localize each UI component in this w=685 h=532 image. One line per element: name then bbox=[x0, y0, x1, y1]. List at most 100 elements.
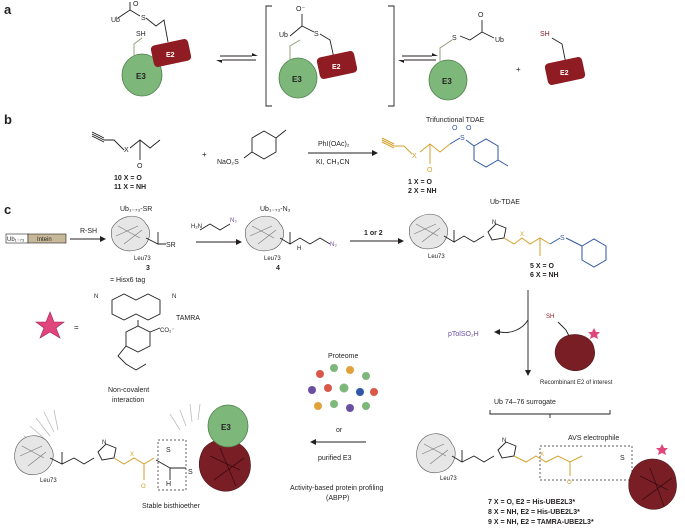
surrogate-bracket bbox=[489, 410, 611, 418]
ub-thioester-3: Ub₁₋₇₃-SR SR Leu73 3 bbox=[111, 206, 176, 272]
o-minus-label: O⁻ bbox=[296, 6, 305, 13]
equilibrium-arrow-1 bbox=[216, 53, 258, 63]
ptolso2h-label: pTolSO₂H bbox=[448, 331, 479, 338]
ring-link bbox=[565, 237, 583, 247]
protein-dot bbox=[346, 366, 354, 374]
tetrahedral-bonds bbox=[289, 14, 315, 37]
protein-dot bbox=[324, 384, 332, 392]
protein-dot bbox=[314, 402, 322, 410]
x-label: X bbox=[520, 232, 524, 238]
triazole-ring bbox=[97, 443, 117, 461]
star-icon bbox=[588, 328, 600, 339]
s-top-label: S bbox=[166, 447, 171, 454]
alkyne-chain bbox=[381, 137, 413, 155]
compound-10: 10 X = O bbox=[114, 175, 142, 182]
e3-hexagon bbox=[207, 404, 249, 448]
protein-dot bbox=[308, 386, 316, 394]
arrow-amine: H₂N N₃ bbox=[191, 218, 242, 245]
x-label: X bbox=[412, 153, 417, 160]
equilibrium-arrow-2 bbox=[398, 53, 438, 63]
ub-ribbon bbox=[416, 433, 456, 474]
so2-s-label: S bbox=[460, 135, 465, 142]
panel-a-label: a bbox=[4, 2, 12, 17]
naso2-label: NaO₂S bbox=[217, 159, 239, 166]
so2-o2-label: O bbox=[466, 125, 472, 132]
ring-substituents bbox=[243, 129, 287, 159]
protein-dot bbox=[362, 402, 370, 410]
o-label: O bbox=[567, 480, 572, 486]
star-icon bbox=[35, 311, 65, 339]
s-label: S bbox=[141, 15, 146, 22]
ub-n3-label: Ub₁₋₇₃-N₃ bbox=[260, 206, 291, 213]
cys-linker bbox=[289, 39, 301, 60]
tamra-label: TAMRA bbox=[176, 315, 200, 322]
avs-box bbox=[539, 445, 633, 481]
avs-label: AVS electrophile bbox=[568, 435, 619, 442]
abpp-label-2: (ABPP) bbox=[326, 495, 349, 502]
step-label: 1 or 2 bbox=[364, 230, 383, 237]
amine-n3: N₃ bbox=[230, 218, 237, 224]
ub-intein-construct: Ub₁₋₇₃ Intein bbox=[5, 233, 67, 244]
avs-linker bbox=[513, 455, 583, 476]
compound-8: 8 X = NH, E2 = His-UBE2L3* bbox=[488, 509, 580, 516]
protein-dot bbox=[330, 364, 338, 372]
linker-chain bbox=[117, 345, 147, 371]
leu73-label: Leu73 bbox=[40, 478, 57, 484]
so2-s-label: S bbox=[560, 235, 565, 242]
e2-label: E2 bbox=[332, 64, 341, 71]
sodium-sulfinate: NaO₂S bbox=[217, 129, 287, 166]
tolyl-ring bbox=[581, 238, 607, 268]
ub-ribbon bbox=[14, 435, 54, 476]
cys-linker bbox=[439, 39, 453, 62]
alkyne-acrylate: X O 10 X = O 11 X = NH bbox=[91, 131, 161, 191]
sh-label: SH bbox=[136, 31, 146, 38]
xanthene-core bbox=[111, 293, 161, 321]
tolyl-ring bbox=[473, 138, 499, 168]
reagent-label: PhI(OAc)₂ bbox=[318, 141, 350, 148]
ub-tdae-title: Ub-TDAE bbox=[490, 199, 520, 206]
panel-a-state3: E3 S O Ub + SH E2 bbox=[428, 12, 586, 101]
compound-5: 5 X = O bbox=[530, 263, 554, 270]
s-right-label: S bbox=[188, 469, 193, 476]
e3-hexagon bbox=[121, 53, 163, 97]
benzoate-ring bbox=[125, 325, 151, 353]
proteome-label: Proteome bbox=[328, 353, 358, 360]
product-2: 2 X = NH bbox=[408, 188, 437, 195]
tdae-title: Trifunctional TDAE bbox=[426, 117, 485, 124]
abpp-label-1: Activity-based protein profiling bbox=[290, 485, 383, 492]
panel-b-label: b bbox=[4, 112, 12, 127]
interaction-lines bbox=[23, 409, 59, 447]
n-left-label: N bbox=[94, 294, 98, 300]
bisthioether-bonds bbox=[155, 459, 186, 480]
noncov-label-1: Non-covalent bbox=[108, 387, 149, 394]
amine-h2n: H₂N bbox=[191, 224, 202, 230]
h-label: H bbox=[166, 481, 171, 488]
compound-11: 11 X = NH bbox=[114, 184, 146, 191]
ub-sr-label: Ub₁₋₇₃-SR bbox=[120, 206, 152, 213]
s-label: S bbox=[452, 35, 457, 42]
rsh-label: R-SH bbox=[80, 228, 97, 235]
e3-label: E3 bbox=[292, 75, 302, 84]
n-right-label: N bbox=[172, 294, 176, 300]
e2-linker bbox=[319, 33, 335, 59]
compound-6: 6 X = NH bbox=[530, 272, 559, 279]
plus-sign: + bbox=[516, 65, 521, 74]
e3-label: E3 bbox=[136, 72, 146, 81]
x-label: X bbox=[540, 452, 544, 458]
o-label: O bbox=[427, 167, 433, 174]
vinyl-link bbox=[549, 237, 561, 245]
panel-c-label: c bbox=[4, 202, 11, 217]
intein-label: Intein bbox=[37, 237, 52, 243]
product-1: 1 X = O bbox=[408, 179, 432, 186]
cys-linker bbox=[133, 37, 143, 56]
ring-links bbox=[465, 139, 509, 167]
sh-label: SH bbox=[540, 31, 550, 38]
e2-block bbox=[544, 57, 586, 85]
n3-label: N₃ bbox=[330, 242, 337, 248]
ub-label: Ub bbox=[111, 17, 120, 24]
triazole-n: N bbox=[492, 220, 496, 226]
x-label: X bbox=[130, 452, 134, 458]
e2-linker bbox=[145, 17, 169, 43]
s-label: S bbox=[314, 31, 319, 38]
